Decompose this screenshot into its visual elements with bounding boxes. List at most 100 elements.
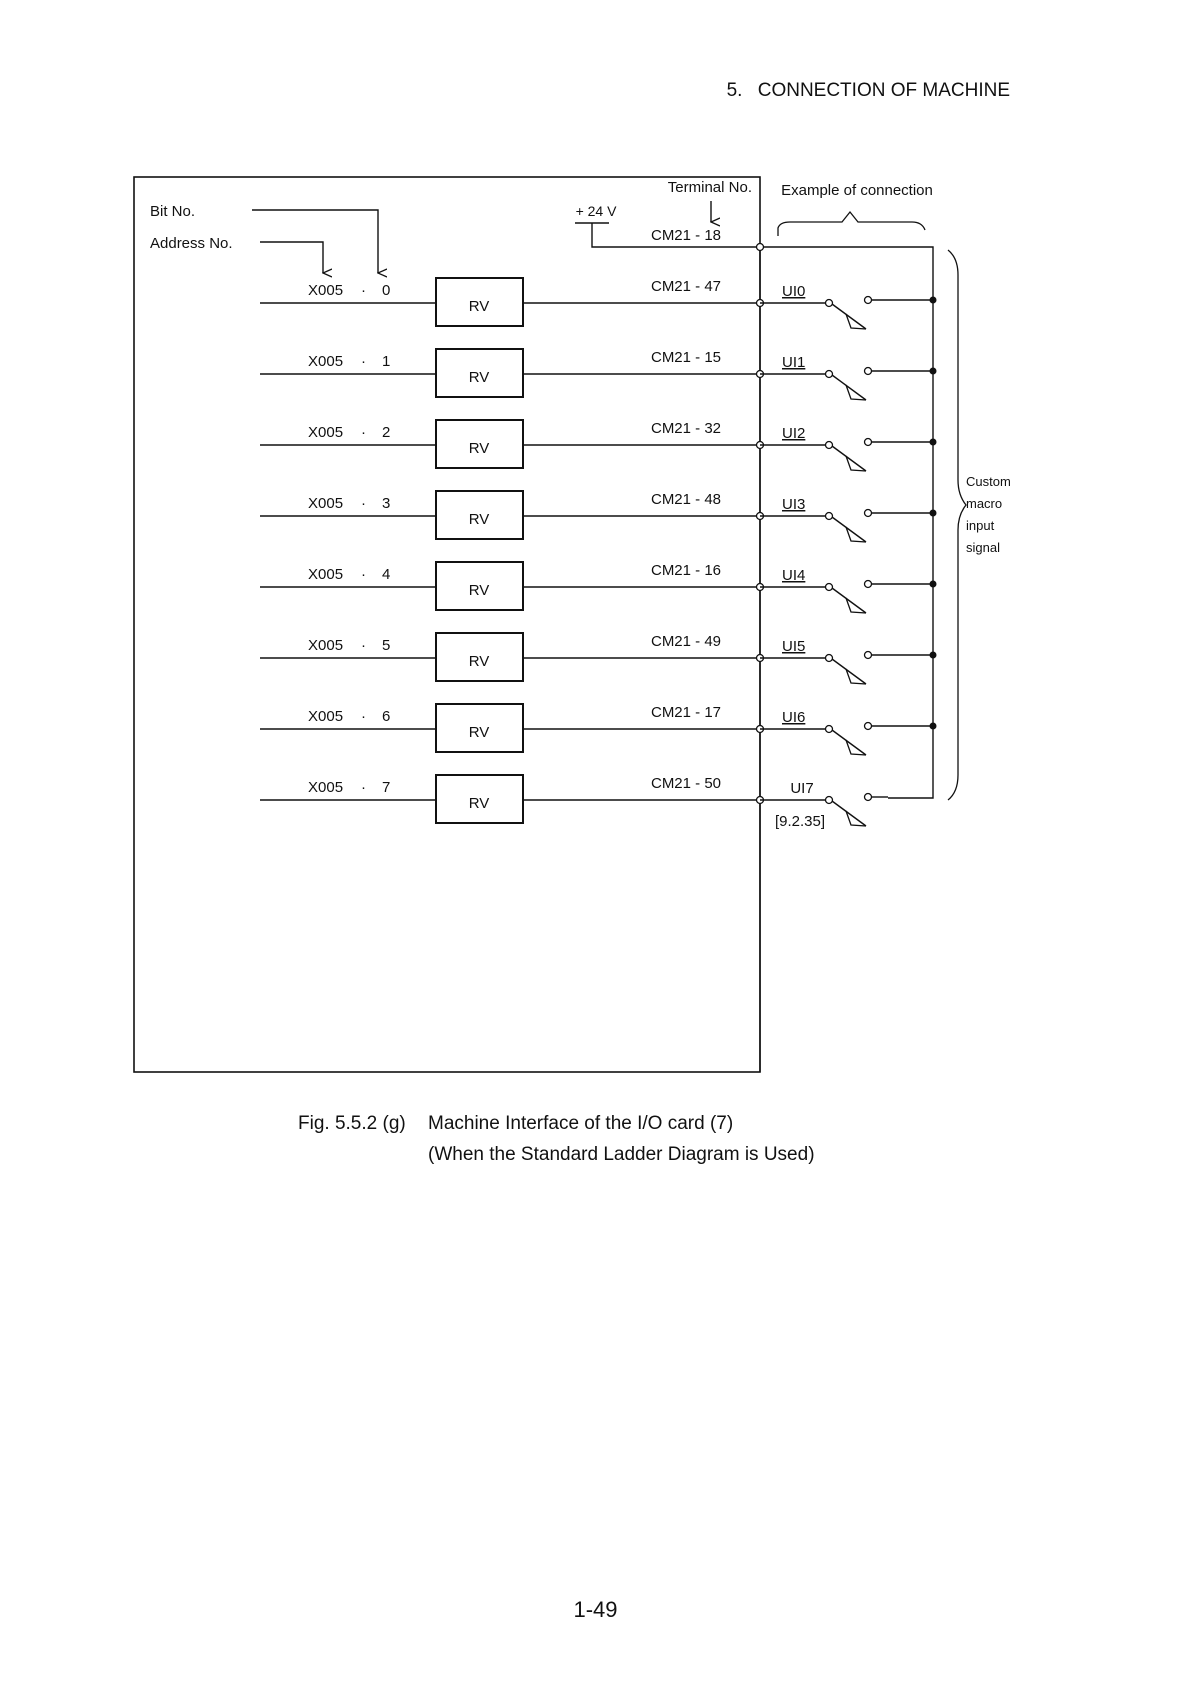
bit-no-pointer [252,209,378,273]
switch-blade [831,658,867,685]
terminal-label: CM21 - 47 [651,278,721,295]
switch-actuator [845,313,867,330]
receiver-box [435,277,524,327]
side-label-line: input [966,518,995,533]
address-dot: · [361,637,366,654]
junction-dot [929,651,937,659]
switch-contact [863,650,873,660]
junction-dot [929,438,937,446]
switch-actuator [845,810,867,827]
switch-contact [824,582,834,592]
bit-label: 7 [382,779,390,796]
address-label: X005 [308,566,343,583]
switch-contact [863,792,873,802]
receiver-label: RV [469,369,490,386]
switch-contact [863,579,873,589]
figure-number: Fig. 5.5.2 (g) [298,1113,406,1134]
bit-label: 3 [382,495,390,512]
receiver-box [435,774,524,824]
switch-actuator [845,597,867,614]
switch-contact [824,795,834,805]
switch-blade [831,516,867,543]
switch-blade [831,303,867,330]
switch-actuator [845,526,867,543]
address-no-pointer [260,241,323,273]
bit-label: 2 [382,424,390,441]
signal-label: UI4 [782,567,805,584]
supply-terminal: CM21 - 18 [651,227,721,244]
receiver-label: RV [469,440,490,457]
address-dot: · [361,566,366,583]
receiver-box [435,703,524,753]
receiver-label: RV [469,724,490,741]
address-dot: · [361,282,366,299]
signal-label: UI7 [790,780,813,797]
figure-subtitle: (When the Standard Ladder Diagram is Use… [428,1144,815,1165]
address-label: X005 [308,779,343,796]
switch-contact [863,508,873,518]
switch-blade [831,445,867,472]
receiver-label: RV [469,511,490,528]
switch-actuator [845,739,867,756]
supply-line [591,223,760,248]
address-dot: · [361,424,366,441]
side-label-line: signal [966,540,1000,555]
terminal-label: CM21 - 15 [651,349,721,366]
bit-no-label: Bit No. [150,203,195,220]
signal-label: UI2 [782,425,805,442]
switch-contact [863,437,873,447]
switch-blade [831,374,867,401]
example-brace [777,210,926,236]
signal-label: UI1 [782,354,805,371]
terminal-label: CM21 - 48 [651,491,721,508]
terminal-no-label: Terminal No. [668,179,752,196]
address-label: X005 [308,495,343,512]
reference-tag: [9.2.35] [775,813,825,830]
side-label-line: Custom [966,474,1011,489]
figure-title: Machine Interface of the I/O card (7) [428,1113,734,1134]
switch-actuator [845,455,867,472]
signal-label: UI6 [782,709,805,726]
switch-contact [824,440,834,450]
signal-label: UI0 [782,283,805,300]
address-dot: · [361,708,366,725]
receiver-label: RV [469,795,490,812]
bit-label: 6 [382,708,390,725]
terminal-label: CM21 - 16 [651,562,721,579]
switch-blade [831,729,867,756]
junction-dot [929,296,937,304]
receiver-label: RV [469,582,490,599]
switch-actuator [845,668,867,685]
switch-contact [863,295,873,305]
address-no-label: Address No. [150,235,233,252]
address-dot: · [361,779,366,796]
switch-contact [824,369,834,379]
section-title: CONNECTION OF MACHINE [758,80,1010,101]
signal-brace [947,249,967,801]
switch-contact [863,366,873,376]
receiver-box [435,632,524,682]
bit-label: 0 [382,282,390,299]
section-header: 5. CONNECTION OF MACHINE [727,80,1010,101]
terminal-label: CM21 - 17 [651,704,721,721]
address-dot: · [361,495,366,512]
terminal-label: CM21 - 32 [651,420,721,437]
receiver-box [435,348,524,398]
terminal-circle [755,242,765,252]
junction-dot [929,367,937,375]
receiver-label: RV [469,653,490,670]
address-label: X005 [308,353,343,370]
address-label: X005 [308,282,343,299]
side-label: Custom macro input signal [966,474,1014,555]
switch-contact [824,511,834,521]
switch-contact [824,298,834,308]
example-label: Example of connection [781,182,933,199]
receiver-label: RV [469,298,490,315]
page-number: 1-49 [573,1597,618,1622]
common-rail [760,246,934,799]
switch-contact [863,721,873,731]
address-label: X005 [308,637,343,654]
bit-label: 4 [382,566,390,583]
